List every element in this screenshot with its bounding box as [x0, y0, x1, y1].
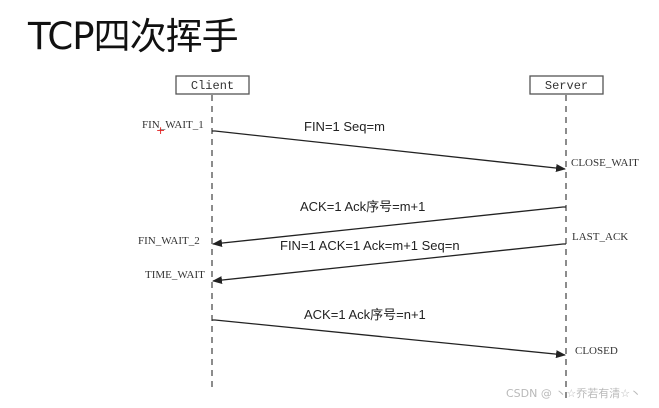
page-title: TCP四次挥手 — [28, 15, 239, 58]
message-ack-2: ACK=1 Ack序号=n+1 — [212, 307, 566, 359]
message-fin-1: FIN=1 Seq=m — [212, 119, 566, 173]
client-state-fin-wait-1: FIN_WAIT_1 — [142, 119, 204, 131]
client-state-fin-wait-2: FIN_WAIT_2 — [138, 235, 200, 247]
message-ack-1-label: ACK=1 Ack序号=m+1 — [300, 199, 425, 214]
cursor-crosshair-icon: + — [156, 124, 165, 137]
client-state-time-wait: TIME_WAIT — [145, 269, 205, 281]
participant-server: Server — [529, 75, 604, 95]
message-fin-2: FIN=1 ACK=1 Ack=m+1 Seq=n — [212, 238, 566, 285]
message-fin-2-label: FIN=1 ACK=1 Ack=m+1 Seq=n — [280, 238, 460, 253]
participant-client: Client — [175, 75, 250, 95]
participant-client-label: Client — [191, 79, 234, 93]
watermark: CSDN @ 丶☆乔若有清☆丶 — [506, 387, 642, 400]
participant-server-label: Server — [545, 79, 588, 93]
message-fin-1-label: FIN=1 Seq=m — [304, 119, 385, 134]
server-state-close-wait: CLOSE_WAIT — [571, 157, 639, 169]
message-ack-1: ACK=1 Ack序号=m+1 — [212, 199, 566, 248]
server-state-closed: CLOSED — [575, 345, 618, 357]
message-ack-2-label: ACK=1 Ack序号=n+1 — [304, 307, 426, 322]
server-state-last-ack: LAST_ACK — [572, 231, 628, 243]
